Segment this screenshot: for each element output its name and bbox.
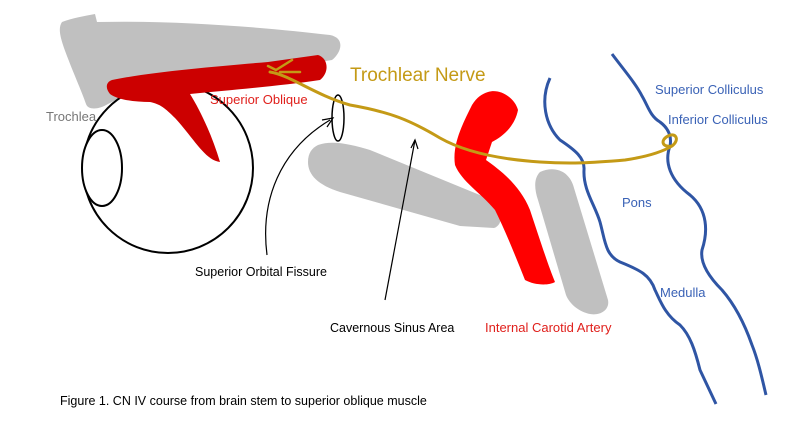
internal-carotid-artery-label: Internal Carotid Artery bbox=[485, 320, 612, 335]
trochlea-label: Trochlea bbox=[46, 109, 97, 124]
petrous-bone-strip bbox=[535, 169, 609, 315]
cornea bbox=[81, 129, 123, 207]
cavernous-sinus-pointer-arrow bbox=[410, 138, 419, 150]
pons-label: Pons bbox=[622, 195, 652, 210]
internal-carotid-artery bbox=[454, 91, 555, 285]
cavernous-sinus-pointer bbox=[384, 139, 416, 301]
medulla-label: Medulla bbox=[660, 285, 706, 300]
superior-colliculus-label: Superior Colliculus bbox=[655, 82, 764, 97]
superior-oblique-label: Superior Oblique bbox=[210, 92, 308, 107]
cavernous-sinus-bone bbox=[308, 142, 502, 228]
trochlear-nerve bbox=[268, 70, 678, 165]
inferior-colliculus-label: Inferior Colliculus bbox=[668, 112, 768, 127]
brainstem-posterior-outline bbox=[610, 53, 768, 396]
trochlear-nerve-branch-3 bbox=[266, 64, 278, 72]
figure-caption: Figure 1. CN IV course from brain stem t… bbox=[60, 394, 427, 408]
orbital-fissure-pointer bbox=[265, 119, 331, 256]
trochlear-nerve-branch-1 bbox=[274, 58, 294, 72]
cavernous-sinus-area-label: Cavernous Sinus Area bbox=[330, 321, 454, 335]
brainstem-anterior-outline bbox=[543, 77, 718, 405]
orbital-fissure-pointer-arrow bbox=[321, 117, 335, 128]
superior-oblique-muscle bbox=[106, 55, 327, 162]
trochlear-nerve-label: Trochlear Nerve bbox=[350, 65, 486, 86]
superior-orbital-fissure-label: Superior Orbital Fissure bbox=[195, 265, 327, 279]
